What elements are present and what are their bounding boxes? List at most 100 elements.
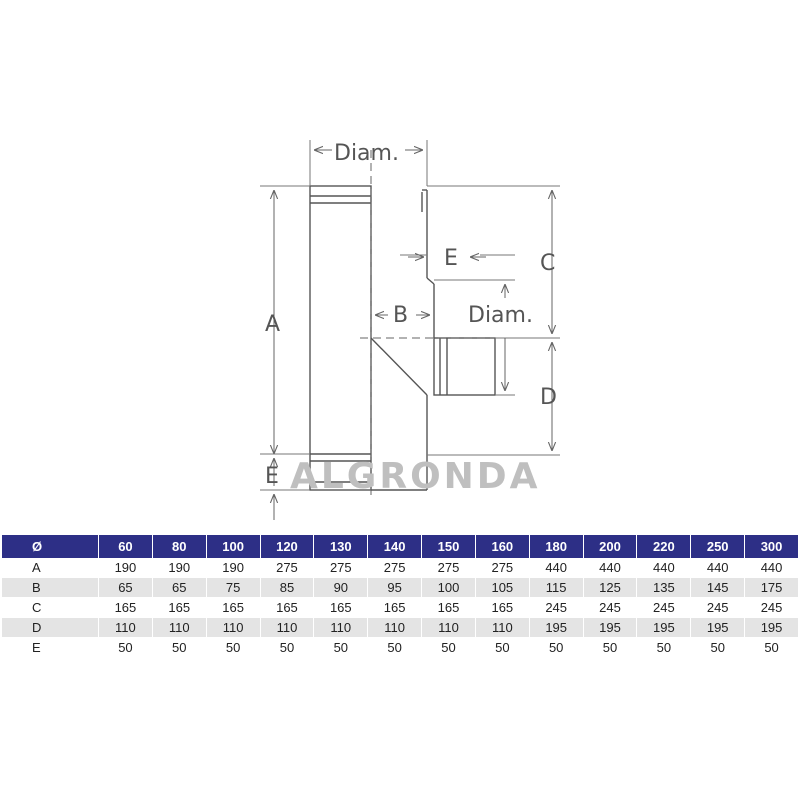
table-cell: 165 [152, 597, 207, 618]
table-cell: 165 [260, 597, 315, 618]
table-cell: 110 [206, 617, 261, 638]
table-cell: 145 [690, 577, 746, 598]
tee-technical-drawing: Diam. A B C D E Diam. E ALGRONDA [260, 140, 560, 520]
dimension-d-label: D [540, 385, 557, 410]
table-column-header: 300 [744, 535, 799, 558]
table-cell: 165 [313, 597, 369, 618]
brand-watermark: ALGRONDA [290, 456, 541, 497]
table-cell: 440 [690, 558, 746, 578]
table-cell: 245 [690, 597, 746, 618]
table-cell: 135 [636, 577, 692, 598]
table-cell: 245 [583, 597, 638, 618]
table-cell: 50 [206, 637, 261, 658]
table-cell: 85 [260, 577, 315, 598]
side-branch [433, 337, 496, 396]
dimension-e-top-label: E [444, 246, 458, 271]
dimension-b-label: B [393, 303, 408, 328]
table-cell: 50 [583, 637, 638, 658]
table-column-header: 150 [421, 535, 476, 558]
table-cell: 190 [206, 558, 261, 578]
table-cell: 190 [98, 558, 153, 578]
table-cell: 110 [98, 617, 153, 638]
table-cell: 275 [313, 558, 369, 578]
table-cell: 110 [421, 617, 476, 638]
table-column-header: 250 [690, 535, 746, 558]
dimension-lines [274, 150, 552, 520]
table-cell: 275 [260, 558, 315, 578]
table-cell: 50 [744, 637, 799, 658]
dimensions-table: Ø 60 80 100 120 130 140 150 160 180 200 … [2, 535, 799, 658]
table-column-header: 100 [206, 535, 261, 558]
table-cell: 245 [636, 597, 692, 618]
table-cell: 110 [260, 617, 315, 638]
table-column-header: 80 [152, 535, 207, 558]
table-cell: 195 [583, 617, 638, 638]
table-cell: 110 [152, 617, 207, 638]
table-header-row: Ø 60 80 100 120 130 140 150 160 180 200 … [2, 535, 799, 558]
table-cell: 175 [744, 577, 799, 598]
table-cell: 440 [583, 558, 638, 578]
table-cell: 165 [421, 597, 476, 618]
table-cell: 195 [744, 617, 799, 638]
extension-lines [260, 140, 560, 491]
table-cell: 440 [744, 558, 799, 578]
table-cell: 275 [367, 558, 423, 578]
row-label: D [2, 617, 99, 638]
row-label: B [2, 577, 99, 598]
table-column-header: 60 [98, 535, 153, 558]
table-cell: 165 [475, 597, 530, 618]
table-cell: 115 [529, 577, 584, 598]
table-cell: 245 [744, 597, 799, 618]
tee-body [370, 189, 435, 491]
table-cell: 245 [529, 597, 584, 618]
row-label: E [2, 637, 99, 658]
table-cell: 75 [206, 577, 261, 598]
table-cell: 50 [690, 637, 746, 658]
table-column-header: 130 [313, 535, 369, 558]
dimension-a-label: A [265, 312, 280, 337]
table-cell: 65 [152, 577, 207, 598]
diam-side-label: Diam. [468, 303, 533, 328]
dimension-c-label: C [540, 251, 555, 276]
row-label: C [2, 597, 99, 618]
table-cell: 190 [152, 558, 207, 578]
table-cell: 50 [529, 637, 584, 658]
table-cell: 165 [367, 597, 423, 618]
table-column-header: 180 [529, 535, 584, 558]
table-cell: 165 [98, 597, 153, 618]
table-cell: 195 [690, 617, 746, 638]
table-column-header: 200 [583, 535, 638, 558]
diam-top-label: Diam. [334, 141, 399, 166]
table-cell: 50 [475, 637, 530, 658]
row-label: A [2, 558, 99, 578]
table-cell: 110 [367, 617, 423, 638]
table-cell: 50 [98, 637, 153, 658]
table-column-header: 160 [475, 535, 530, 558]
table-cell: 275 [421, 558, 476, 578]
table-cell: 50 [313, 637, 369, 658]
table-cell: 440 [529, 558, 584, 578]
table-cell: 440 [636, 558, 692, 578]
table-cell: 195 [529, 617, 584, 638]
table-cell: 90 [313, 577, 369, 598]
table-cell: 125 [583, 577, 638, 598]
table-cell: 275 [475, 558, 530, 578]
table-cell: 165 [206, 597, 261, 618]
table-cell: 105 [475, 577, 530, 598]
table-cell: 50 [367, 637, 423, 658]
table-column-header: 220 [636, 535, 692, 558]
table-cell: 110 [313, 617, 369, 638]
table-column-header: 120 [260, 535, 315, 558]
drawing-canvas: Diam. A B C D E Diam. E ALGRONDA [260, 140, 560, 520]
table-cell: 195 [636, 617, 692, 638]
table-cell: 50 [636, 637, 692, 658]
table-cell: 50 [152, 637, 207, 658]
table-cell: 50 [421, 637, 476, 658]
table-cell: 100 [421, 577, 476, 598]
